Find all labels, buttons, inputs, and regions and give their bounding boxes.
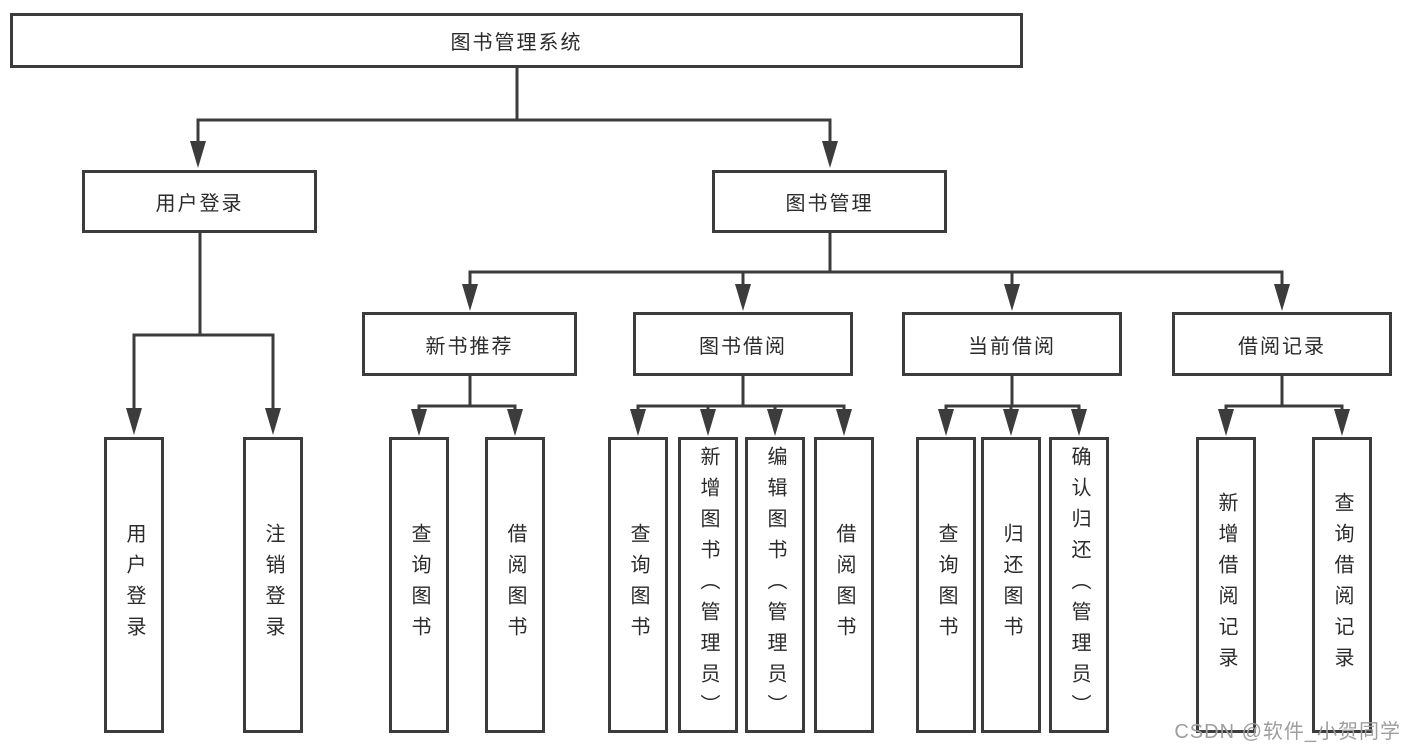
connector-arrowheads	[126, 141, 1350, 436]
branch-new-book-recommendation-label: 新书推荐	[425, 335, 514, 358]
leaf-br-add-record-label: 新增借阅记录	[1215, 492, 1237, 678]
leaf-nbr-query-books-label: 查询图书	[408, 523, 430, 647]
leaf-nbr-borrow-books-label: 借阅图书	[504, 523, 526, 647]
node-root-label: 图书管理系统	[450, 32, 583, 54]
leaf-cb-confirm-return-admin: 确认归还（管理员）	[1049, 437, 1109, 733]
leaf-bb-borrow-books-label: 借阅图书	[833, 523, 855, 647]
leaf-bb-borrow-books: 借阅图书	[814, 437, 874, 733]
leaf-cb-confirm-return-admin-label: 确认归还（管理员）	[1068, 445, 1090, 725]
branch-book-borrowing: 图书借阅	[633, 312, 853, 376]
leaf-user-login: 用户登录	[104, 437, 164, 733]
csdn-watermark: CSDN @软件_小贺同学	[1174, 721, 1401, 743]
leaf-br-query-record: 查询借阅记录	[1312, 437, 1372, 733]
branch-book-management-label: 图书管理	[785, 193, 874, 215]
connector-lines	[132, 68, 1344, 414]
leaf-bb-edit-books-admin: 编辑图书（管理员）	[745, 437, 805, 733]
leaf-bb-query-books: 查询图书	[608, 437, 668, 733]
branch-current-borrowing: 当前借阅	[902, 312, 1122, 376]
node-root: 图书管理系统	[10, 13, 1023, 68]
leaf-bb-edit-books-admin-label: 编辑图书（管理员）	[764, 445, 786, 725]
branch-user-login-label: 用户登录	[155, 193, 244, 215]
branch-book-management: 图书管理	[712, 170, 947, 233]
branch-current-borrowing-label: 当前借阅	[968, 335, 1056, 358]
leaf-cb-query-books: 查询图书	[916, 437, 976, 733]
branch-book-borrowing-label: 图书借阅	[699, 335, 787, 358]
leaf-bb-query-books-label: 查询图书	[627, 523, 649, 647]
leaf-nbr-borrow-books: 借阅图书	[485, 437, 545, 733]
leaf-bb-add-books-admin: 新增图书（管理员）	[678, 437, 738, 733]
branch-new-book-recommendation: 新书推荐	[362, 312, 577, 376]
leaf-cb-query-books-label: 查询图书	[935, 523, 957, 647]
leaf-cb-return-books-label: 归还图书	[1000, 523, 1022, 647]
branch-borrowing-records-label: 借阅记录	[1238, 335, 1326, 358]
leaf-cb-return-books: 归还图书	[981, 437, 1041, 733]
leaf-br-query-record-label: 查询借阅记录	[1331, 492, 1353, 678]
leaf-nbr-query-books: 查询图书	[389, 437, 449, 733]
leaf-bb-add-books-admin-label: 新增图书（管理员）	[697, 445, 719, 725]
branch-borrowing-records: 借阅记录	[1172, 312, 1392, 376]
leaf-logout: 注销登录	[243, 437, 303, 733]
leaf-br-add-record: 新增借阅记录	[1196, 437, 1256, 733]
branch-user-login: 用户登录	[82, 170, 317, 233]
leaf-user-login-label: 用户登录	[123, 523, 145, 647]
leaf-logout-label: 注销登录	[262, 523, 284, 647]
